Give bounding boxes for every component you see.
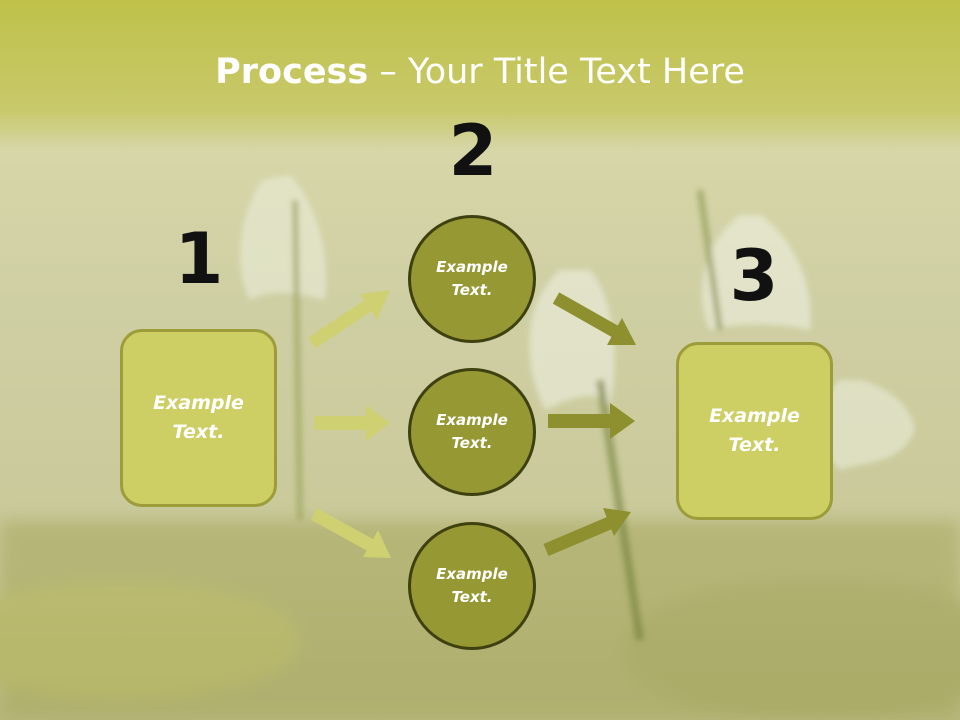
arrow-right-middle xyxy=(548,403,635,439)
circle-middle-line1: Example xyxy=(436,411,508,429)
step-3-box: Example Text. xyxy=(676,342,833,520)
arrow-left-down xyxy=(310,508,391,558)
arrow-left-up xyxy=(308,290,390,349)
circle-top-line2: Text. xyxy=(451,281,493,299)
arrow-right-up xyxy=(543,508,631,556)
step-1-box: Example Text. xyxy=(120,329,277,507)
step-2-circle-middle: Example Text. xyxy=(408,368,536,496)
step-2-circle-bottom: Example Text. xyxy=(408,522,536,650)
slide-title-rest: Your Title Text Here xyxy=(407,52,745,92)
slide-title-separator: – xyxy=(368,52,408,92)
slide-title-bold: Process xyxy=(215,52,369,92)
circle-middle-line2: Text. xyxy=(451,434,493,452)
arrow-left-middle xyxy=(314,405,390,441)
circle-bottom-line2: Text. xyxy=(451,588,493,606)
step-3-box-line1: Example xyxy=(709,405,800,427)
step-2-circle-top: Example Text. xyxy=(408,215,536,343)
step-number-2: 2 xyxy=(448,110,498,192)
step-1-box-line2: Text. xyxy=(172,421,225,443)
circle-top-line1: Example xyxy=(436,258,508,276)
step-number-1: 1 xyxy=(174,218,224,300)
step-number-3: 3 xyxy=(729,235,779,317)
slide-title: Process – Your Title Text Here xyxy=(0,52,960,92)
step-3-box-line2: Text. xyxy=(728,434,781,456)
circle-bottom-line1: Example xyxy=(436,565,508,583)
arrow-right-down xyxy=(552,292,636,345)
step-1-box-line1: Example xyxy=(153,392,244,414)
